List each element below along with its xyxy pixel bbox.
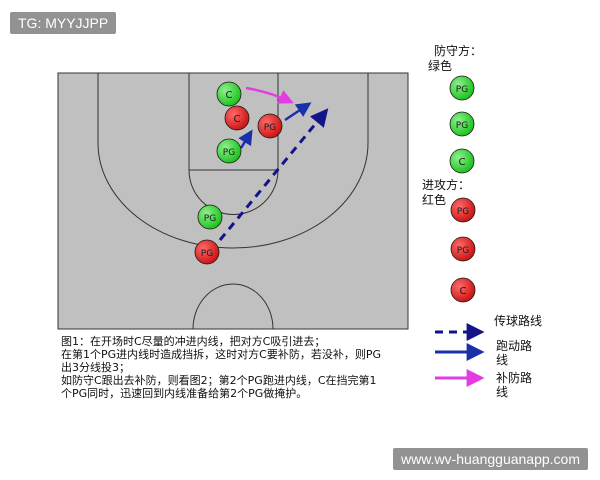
- defense-player-pg-1: PG: [216, 138, 242, 164]
- defense-player-pg-2: PG: [197, 204, 223, 230]
- legend-defense-title-1: 防守方：: [434, 43, 482, 58]
- caption-line-1: 图1：在开场时C尽量的冲进内线，把对方C吸引进去；: [61, 334, 325, 348]
- legend-defense-title-2: 绿色: [428, 58, 452, 73]
- svg-text:PG: PG: [223, 148, 235, 158]
- legend-offense-marker-c: C: [450, 277, 476, 303]
- run-route-arrow-1: [238, 129, 253, 149]
- svg-text:PG: PG: [201, 249, 213, 259]
- svg-text:PG: PG: [456, 121, 468, 131]
- svg-text:C: C: [234, 114, 241, 125]
- svg-text:PG: PG: [264, 123, 276, 133]
- svg-text:C: C: [460, 286, 467, 297]
- caption-line-4: 如防守C跟出去补防，则看图2；第2个PG跑进内线，C在挡完第1: [61, 373, 377, 387]
- watermark-bottom: www.wv-huangguanapp.com: [393, 448, 588, 470]
- watermark-top: TG: MYYJJPP: [10, 12, 117, 34]
- svg-text:PG: PG: [204, 214, 216, 224]
- svg-text:C: C: [459, 157, 466, 168]
- defense-player-c: C: [216, 81, 242, 107]
- legend-help-route-label-2: 线: [496, 385, 508, 399]
- help-route-arrow: [245, 86, 294, 104]
- legend-run-route-label-2: 线: [496, 353, 508, 367]
- svg-text:PG: PG: [457, 246, 469, 256]
- run-route-arrow-2: [284, 102, 312, 122]
- legend-offense-title-1: 进攻方：: [422, 177, 470, 192]
- offense-player-pg-1: PG: [257, 113, 283, 139]
- caption-line-5: 个PG同时，迅速回到内线准备给第2个PG做掩护。: [61, 386, 307, 400]
- caption-line-3: 出3分线投3；: [61, 360, 130, 374]
- offense-player-c: C: [224, 105, 250, 131]
- svg-text:PG: PG: [456, 85, 468, 95]
- caption-line-2: 在第1个PG进内线时造成挡拆，这时对方C要补防，若没补，则PG: [61, 347, 381, 361]
- svg-text:C: C: [226, 90, 233, 101]
- legend-run-route-label-1: 跑动路: [496, 338, 532, 353]
- center-circle: [192, 283, 274, 330]
- legend-help-route-label-1: 补防路: [496, 370, 532, 385]
- free-throw-arc: [188, 169, 279, 215]
- legend-pass-route-label: 传球路线: [494, 313, 542, 328]
- legend-offense-marker-pg-1: PG: [450, 197, 476, 223]
- legend-offense-title-2: 红色: [422, 192, 446, 207]
- svg-text:PG: PG: [457, 207, 469, 217]
- legend-offense-marker-pg-2: PG: [450, 236, 476, 262]
- legend-defense-marker-c: C: [449, 148, 475, 174]
- legend-defense-marker-pg-1: PG: [449, 75, 475, 101]
- caption: 图1：在开场时C尽量的冲进内线，把对方C吸引进去； 在第1个PG进内线时造成挡拆…: [61, 334, 381, 400]
- three-point-line: [97, 73, 369, 249]
- offense-player-pg-2: PG: [194, 239, 220, 265]
- legend-defense-marker-pg-2: PG: [449, 111, 475, 137]
